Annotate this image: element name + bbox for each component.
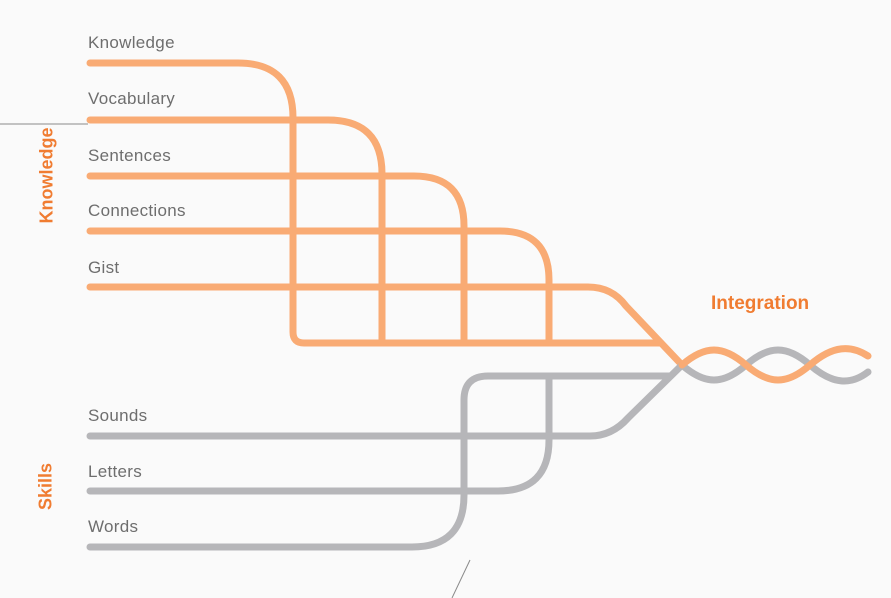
strand-vocabulary	[86, 116, 386, 347]
integration-strand-orange	[678, 345, 872, 384]
label-knowledge: Knowledge	[88, 33, 175, 52]
label-sentences: Sentences	[88, 146, 172, 165]
strand-letters	[86, 372, 674, 495]
integration-heading: Integration	[711, 293, 810, 314]
strand-connections	[86, 227, 553, 347]
label-gist: Gist	[88, 258, 120, 277]
label-letters: Letters	[88, 462, 143, 481]
group-label-knowledge: Knowledge	[36, 127, 57, 224]
label-words: Words	[88, 517, 139, 536]
strand-sentences	[86, 172, 468, 347]
strand-sounds	[86, 361, 686, 440]
group-label-skills: Skills	[35, 462, 56, 511]
label-sounds: Sounds	[88, 406, 148, 425]
label-vocabulary: Vocabulary	[88, 89, 176, 108]
bottom-decor-line	[451, 559, 471, 598]
integration-strand-gray	[678, 346, 872, 385]
label-connections: Connections	[88, 201, 186, 220]
strand-words	[86, 372, 553, 551]
strand-gist	[86, 283, 686, 369]
